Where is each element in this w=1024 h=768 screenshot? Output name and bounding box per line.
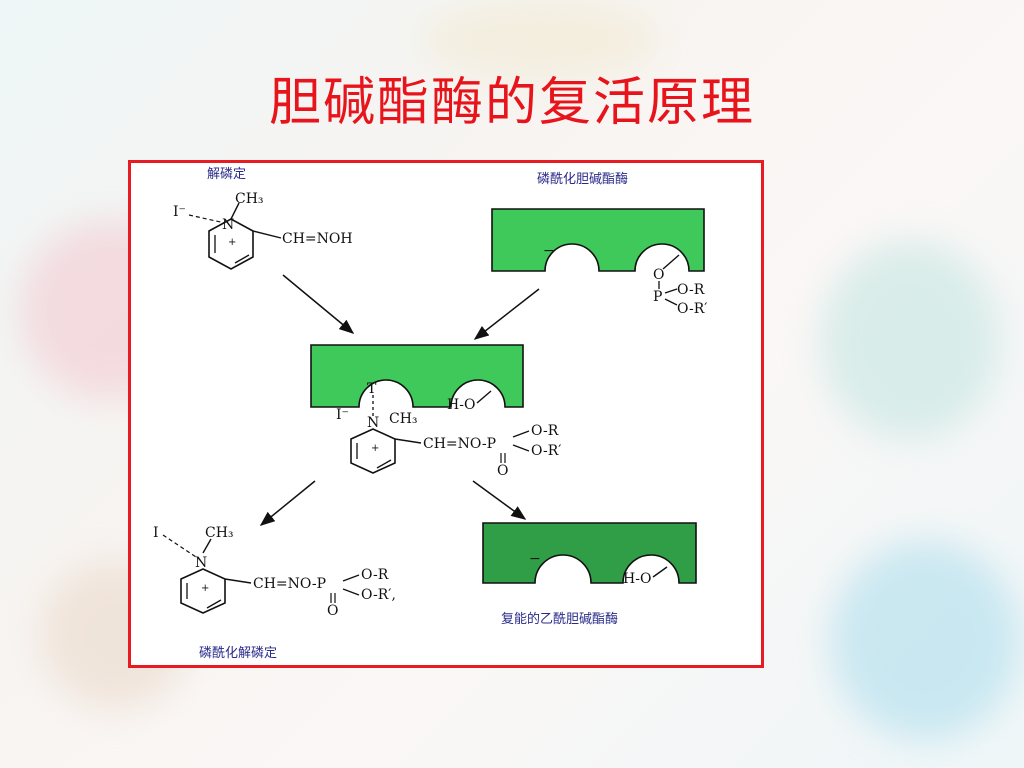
complex-ester-r-prime: O-R′	[531, 443, 561, 459]
product-chain: CH=NO-P	[253, 576, 326, 592]
pam-molecule	[188, 202, 282, 270]
nitrogen-label: N	[222, 217, 234, 233]
product-iodide: I	[153, 525, 159, 541]
complex-charge-plus: +	[371, 443, 379, 454]
complex-phosphoryl-oxygen: O	[497, 463, 508, 479]
complex-t-label: T	[367, 381, 377, 397]
background-decoration	[830, 540, 1020, 740]
complex-methyl: CH₃	[389, 411, 418, 427]
arrow-to-reactivated-enzyme	[472, 480, 527, 520]
arrow-enzyme-to-complex	[473, 288, 540, 340]
complex-hydroxyl: H-O	[447, 397, 475, 413]
reactivated-anionic-site: −	[529, 551, 541, 567]
product-charge-plus: +	[201, 583, 209, 594]
diagram-frame: 解磷定 I⁻ N + CH₃ CH=NOH 磷酰化胆碱酯酶 − O P O-R …	[128, 160, 764, 668]
product-ester-r-prime: O-R′,	[361, 587, 396, 603]
phosphorylated-enzyme-block	[491, 208, 705, 272]
arrow-to-phosphorylated-pam	[259, 480, 316, 526]
anionic-site-minus: −	[543, 243, 555, 259]
phosphorus-label: P	[653, 289, 662, 305]
reactivated-hydroxyl: H-O	[623, 571, 651, 587]
arrow-pam-to-complex	[282, 274, 355, 334]
reactivation-diagram: 解磷定 I⁻ N + CH₃ CH=NOH 磷酰化胆碱酯酶 − O P O-R …	[153, 167, 707, 661]
label-phosphorylated-pam: 磷酰化解磷定	[199, 646, 277, 661]
complex-pyridine-ring	[350, 428, 422, 474]
charge-plus: +	[228, 237, 236, 248]
complex-ester-r: O-R	[531, 423, 559, 439]
complex-enzyme-block	[310, 344, 524, 408]
ester-group-r-prime: O-R′	[677, 301, 707, 317]
oxime-label: CH=NOH	[282, 231, 353, 247]
product-phosphoryl-oxygen: O	[327, 603, 338, 619]
ester-group-r: O-R	[677, 282, 705, 298]
product-methyl: CH₃	[205, 525, 234, 541]
methyl-label: CH₃	[235, 191, 264, 207]
background-decoration	[820, 240, 1000, 440]
product-pyridine-ring	[180, 568, 252, 614]
slide-title: 胆碱酯酶的复活原理	[268, 73, 755, 133]
product-ester-r: O-R	[361, 567, 389, 583]
complex-nitrogen: N	[367, 415, 379, 431]
label-phosphorylated-enzyme: 磷酰化胆碱酯酶	[537, 171, 628, 187]
product-nitrogen: N	[195, 555, 207, 571]
complex-chain: CH=NO-P	[423, 436, 496, 452]
reactivated-enzyme-block	[482, 522, 697, 584]
iodide-label: I⁻	[173, 204, 186, 220]
background-decoration	[420, 0, 660, 80]
complex-iodide: I⁻	[336, 407, 349, 423]
label-pam: 解磷定	[207, 167, 246, 182]
label-reactivated-enzyme: 复能的乙酰胆碱酯酶	[501, 611, 618, 627]
serine-oxygen: O	[653, 267, 664, 283]
